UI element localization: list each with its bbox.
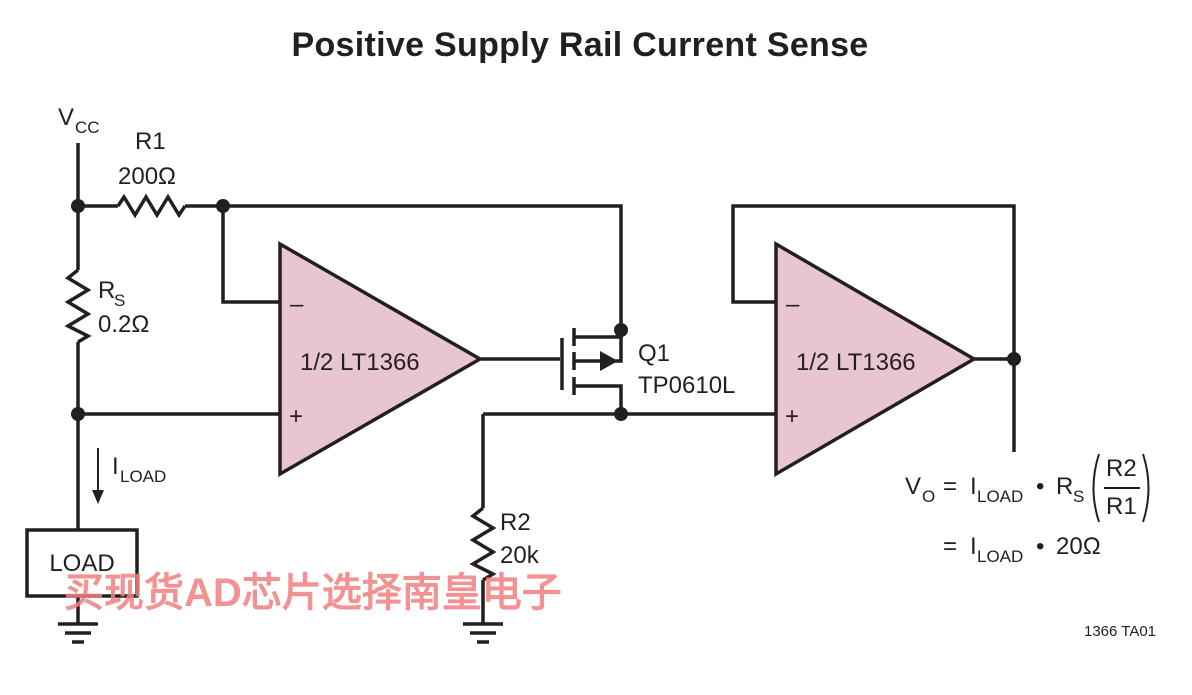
opamp2-feedback-wire: [731, 204, 1016, 452]
svg-text:R1: R1: [1106, 493, 1137, 520]
svg-text:•: •: [1036, 473, 1044, 500]
load-label: LOAD: [49, 550, 114, 577]
svg-text:R2: R2: [1106, 455, 1137, 482]
svg-text:•: •: [1036, 533, 1044, 560]
svg-text:R: R: [98, 277, 115, 304]
svg-text:I: I: [970, 473, 977, 500]
opamp1-minus-sign: –: [290, 291, 304, 318]
svg-text:I: I: [970, 533, 977, 560]
r2-name: R2: [500, 509, 531, 536]
rs-resistor: [64, 268, 92, 344]
q1-mosfet-symbol: [560, 328, 623, 414]
ground-symbol-r2-icon: [463, 622, 503, 644]
q1-part: TP0610L: [638, 372, 735, 399]
svg-text:LOAD: LOAD: [120, 467, 166, 486]
q1-source-wire: [223, 204, 623, 330]
junction-dot: [1007, 352, 1021, 366]
junction-dot: [71, 199, 85, 213]
output-equation: V O = I LOAD • R S R2 R1: [905, 453, 1150, 523]
junction-dot: [71, 407, 85, 421]
svg-text:0.2Ω: 0.2Ω: [98, 311, 149, 338]
svg-text:S: S: [114, 291, 125, 310]
q1-name: Q1: [638, 340, 670, 367]
figure-id: 1366 TA01: [1084, 623, 1156, 640]
svg-text:=: =: [943, 473, 957, 500]
opamp2-plus-sign: +: [785, 403, 799, 430]
junction-dot: [216, 199, 230, 213]
r1-resistor: [116, 193, 187, 219]
load-box: [25, 528, 139, 598]
r2-resistor: [469, 506, 497, 582]
svg-text:I: I: [112, 453, 119, 480]
opamp2-label: 1/2 LT1366: [796, 349, 916, 376]
svg-text:CC: CC: [75, 118, 100, 137]
iload-arrow-icon: [92, 448, 104, 504]
svg-text:S: S: [1073, 487, 1084, 506]
rs-label: R S 0.2Ω: [98, 277, 149, 338]
diagram-title: Positive Supply Rail Current Sense: [291, 26, 868, 64]
junction-dot: [614, 407, 628, 421]
iload-label: I LOAD: [112, 453, 166, 486]
r1-name: R1: [135, 128, 166, 155]
svg-text:O: O: [922, 487, 935, 506]
svg-text:20Ω: 20Ω: [1056, 533, 1101, 560]
svg-text:R: R: [1056, 473, 1073, 500]
opamp1-label: 1/2 LT1366: [300, 349, 420, 376]
vcc-label: V CC: [58, 104, 100, 137]
svg-text:LOAD: LOAD: [977, 487, 1023, 506]
svg-text:LOAD: LOAD: [977, 547, 1023, 566]
opamp2-minus-sign: –: [786, 291, 800, 318]
opamp1-triangle: [278, 240, 484, 478]
r1-value: 200Ω: [118, 163, 176, 190]
opamp1-minus-wire: [221, 206, 280, 304]
r2-value: 20k: [500, 542, 540, 569]
ground-symbol-icon: [58, 622, 98, 644]
junction-dot: [614, 323, 628, 337]
opamp1-plus-sign: +: [289, 403, 303, 430]
svg-text:V: V: [905, 473, 921, 500]
svg-text:=: =: [943, 533, 957, 560]
watermark-text: 买现货AD芯片选择南皇电子: [64, 571, 562, 615]
svg-text:V: V: [58, 104, 74, 131]
output-equation-line2: = I LOAD • 20Ω: [943, 533, 1101, 566]
opamp2-triangle: [774, 240, 978, 478]
